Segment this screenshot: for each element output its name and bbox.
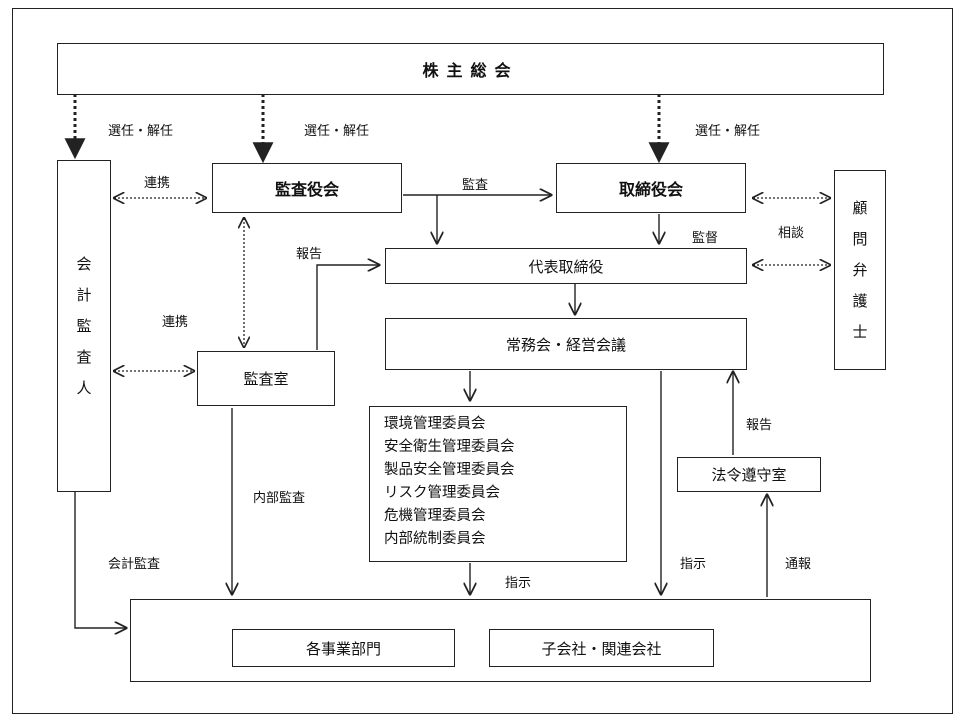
audit-office-box: 監査室 <box>197 351 335 406</box>
audit-label: 監査 <box>462 178 489 193</box>
committees-box: 環境管理委員会 安全衛生管理委員会 製品安全管理委員会 リスク管理委員会 危機管… <box>369 406 627 562</box>
auditoffice-report-arrow <box>316 265 379 350</box>
diagram-frame <box>12 8 953 714</box>
accounting-audit-label: 会計監査 <box>108 557 161 572</box>
committee-item: 内部統制委員会 <box>384 531 486 547</box>
legal-counsel-char: 弁 <box>852 260 868 279</box>
legal-counsel-char: 問 <box>852 229 868 248</box>
representative-director-box: 代表取締役 <box>385 248 747 284</box>
accounting-auditor-char: 査 <box>76 347 92 366</box>
executive-meeting-box: 常務会・経営会議 <box>385 318 747 370</box>
subsidiaries-box: 子会社・関連会社 <box>489 629 714 667</box>
internal-audit-label: 内部監査 <box>253 491 306 506</box>
elect-label: 選任・解任 <box>695 124 761 139</box>
compliance-office-box: 法令遵守室 <box>677 457 821 492</box>
board-of-directors-box: 取締役会 <box>556 163 746 213</box>
legal-counsel-char: 士 <box>852 322 868 341</box>
committee-item: 環境管理委員会 <box>384 416 486 432</box>
elect-label: 選任・解任 <box>108 124 174 139</box>
audit-board-box: 監査役会 <box>212 163 402 213</box>
report-label: 報告 <box>296 247 323 262</box>
legal-counsel-char: 護 <box>852 291 868 310</box>
accounting-auditor-char: 人 <box>76 378 92 397</box>
elect-label: 選任・解任 <box>304 124 370 139</box>
notify-label: 通報 <box>785 557 812 572</box>
accounting-auditor-char: 計 <box>76 285 92 304</box>
accounting-auditor-char: 会 <box>76 254 92 273</box>
cooperate-label: 連携 <box>162 315 189 330</box>
report-label: 報告 <box>746 418 773 433</box>
legal-counsel-box: 顧 問 弁 護 士 <box>834 170 886 370</box>
business-divisions-box: 各事業部門 <box>232 629 455 667</box>
cooperate-label: 連携 <box>144 176 171 191</box>
accounting-auditor-char: 監 <box>76 316 92 335</box>
accounting-auditor-box: 会 計 監 査 人 <box>57 160 111 492</box>
accounting-audit-arrow <box>74 492 126 628</box>
committee-item: 製品安全管理委員会 <box>384 462 515 478</box>
committee-item: 安全衛生管理委員会 <box>384 439 515 455</box>
instruct-label: 指示 <box>680 557 707 572</box>
committee-item: リスク管理委員会 <box>384 485 500 501</box>
supervise-label: 監督 <box>692 231 719 246</box>
legal-counsel-char: 顧 <box>852 198 868 217</box>
instruct-label: 指示 <box>505 576 532 591</box>
shareholders-meeting-box: 株主総会 <box>57 43 884 95</box>
committee-item: 危機管理委員会 <box>384 508 486 524</box>
consult-label: 相談 <box>778 226 805 241</box>
